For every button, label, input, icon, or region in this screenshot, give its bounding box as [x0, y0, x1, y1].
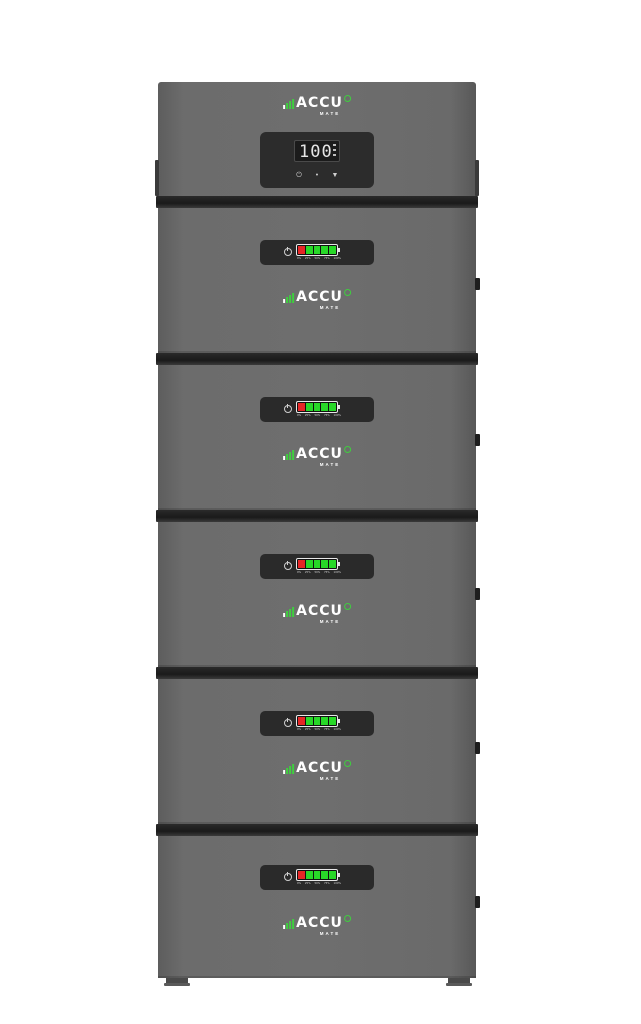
side-connector [475, 434, 480, 446]
side-connector [475, 588, 480, 600]
battery-level-icon [296, 401, 340, 413]
power-icon [284, 718, 292, 727]
leaf-icon [343, 760, 351, 767]
battery-scale: 0%25%50%75%100% [297, 571, 341, 574]
signal-bars-icon [283, 448, 295, 460]
power-icon [284, 872, 292, 881]
foot-right [446, 978, 472, 986]
brand-logo: ACCU MATE [283, 95, 351, 116]
battery-level-icon [296, 869, 340, 881]
battery-level-icon [296, 558, 340, 570]
side-connector [475, 278, 480, 290]
brand-logo: ACCU MATE [283, 603, 351, 624]
brand-name: ACCU [296, 95, 343, 111]
signal-bars-icon [283, 291, 295, 303]
module-seam [156, 824, 478, 836]
battery-scale: 0%25%50%75%100% [297, 257, 341, 260]
select-button[interactable]: • [315, 172, 319, 179]
lcd-screen: 100 [294, 140, 340, 162]
module-seam [156, 667, 478, 679]
brand-logo: ACCU MATE [283, 289, 351, 310]
battery-module-3: 0%25%50%75%100% ACCU MATE [158, 522, 476, 667]
battery-module-2: 0%25%50%75%100% ACCU MATE [158, 365, 476, 510]
leaf-icon [343, 603, 351, 610]
signal-bars-icon [283, 917, 295, 929]
side-handle-right [475, 160, 479, 196]
control-module: ACCU MATE 100 ⏻ • ▼ [158, 82, 476, 200]
status-panel: 0%25%50%75%100% [260, 554, 374, 579]
signal-bars-icon [283, 97, 295, 109]
side-handle-left [155, 160, 159, 196]
leaf-icon [343, 95, 351, 102]
status-panel: 0%25%50%75%100% [260, 711, 374, 736]
leaf-icon [343, 915, 351, 922]
side-connector [475, 896, 480, 908]
lcd-reading: 100 [299, 142, 333, 162]
module-seam [156, 353, 478, 365]
power-icon [284, 561, 292, 570]
lcd-indicators [333, 144, 336, 156]
status-panel: 0%25%50%75%100% [260, 865, 374, 890]
display-panel: 100 ⏻ • ▼ [260, 132, 374, 188]
battery-scale: 0%25%50%75%100% [297, 728, 341, 731]
leaf-icon [343, 446, 351, 453]
signal-bars-icon [283, 605, 295, 617]
power-button[interactable]: ⏻ [296, 172, 302, 179]
leaf-icon [343, 289, 351, 296]
battery-scale: 0%25%50%75%100% [297, 882, 341, 885]
battery-module-1: 0%25%50%75%100% ACCU MATE [158, 208, 476, 353]
brand-subname: MATE [319, 111, 341, 116]
down-button[interactable]: ▼ [331, 172, 339, 179]
battery-module-4: 0%25%50%75%100% ACCU MATE [158, 679, 476, 824]
side-connector [475, 742, 480, 754]
status-panel: 0%25%50%75%100% [260, 397, 374, 422]
module-seam [156, 510, 478, 522]
module-seam [156, 196, 478, 208]
foot-left [164, 978, 190, 986]
brand-logo: ACCU MATE [283, 760, 351, 781]
battery-stack: ACCU MATE 100 ⏻ • ▼ 0%25%50%75%100% [155, 82, 480, 978]
power-icon [284, 247, 292, 256]
battery-level-icon [296, 715, 340, 727]
power-icon [284, 404, 292, 413]
signal-bars-icon [283, 762, 295, 774]
battery-scale: 0%25%50%75%100% [297, 414, 341, 417]
status-panel: 0%25%50%75%100% [260, 240, 374, 265]
battery-level-icon [296, 244, 340, 256]
brand-logo: ACCU MATE [283, 446, 351, 467]
battery-module-5: 0%25%50%75%100% ACCU MATE [158, 836, 476, 978]
brand-logo: ACCU MATE [283, 915, 351, 936]
